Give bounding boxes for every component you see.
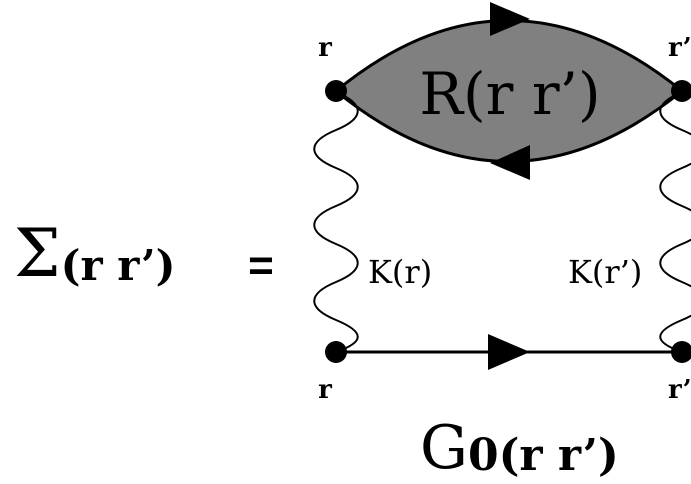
vertex-top-right — [671, 80, 691, 102]
propagator-arrow-icon — [488, 334, 530, 370]
propagator-symbol: G — [420, 413, 468, 483]
top-arrow-icon — [490, 2, 530, 36]
vertex-label-top-left: r — [318, 33, 332, 63]
bubble-label: R(r r’) — [419, 60, 600, 128]
equation-lhs: Σ(r r’) — [14, 215, 175, 292]
interaction-label-right: K(r’) — [568, 253, 642, 291]
propagator-subscript: 0 — [468, 430, 499, 481]
vertex-bottom-left — [325, 341, 347, 363]
sigma-args: (r r’) — [61, 241, 176, 290]
left-interaction-line — [313, 91, 359, 353]
vertex-bottom-right — [671, 341, 691, 363]
vertex-label-bottom-right: r’ — [668, 375, 691, 405]
vertex-label-bottom-left: r — [318, 375, 332, 405]
vertex-label-top-right: r’ — [668, 33, 691, 63]
propagator-args: (r r’) — [499, 430, 619, 481]
sigma-symbol: Σ — [14, 215, 61, 292]
right-interaction-line — [659, 91, 691, 353]
equals-sign: = — [248, 241, 274, 290]
bottom-arrow-icon — [490, 145, 530, 180]
interaction-label-left: K(r) — [368, 253, 432, 291]
propagator-label: G0(r r’) — [420, 413, 619, 483]
vertex-top-left — [325, 80, 347, 102]
